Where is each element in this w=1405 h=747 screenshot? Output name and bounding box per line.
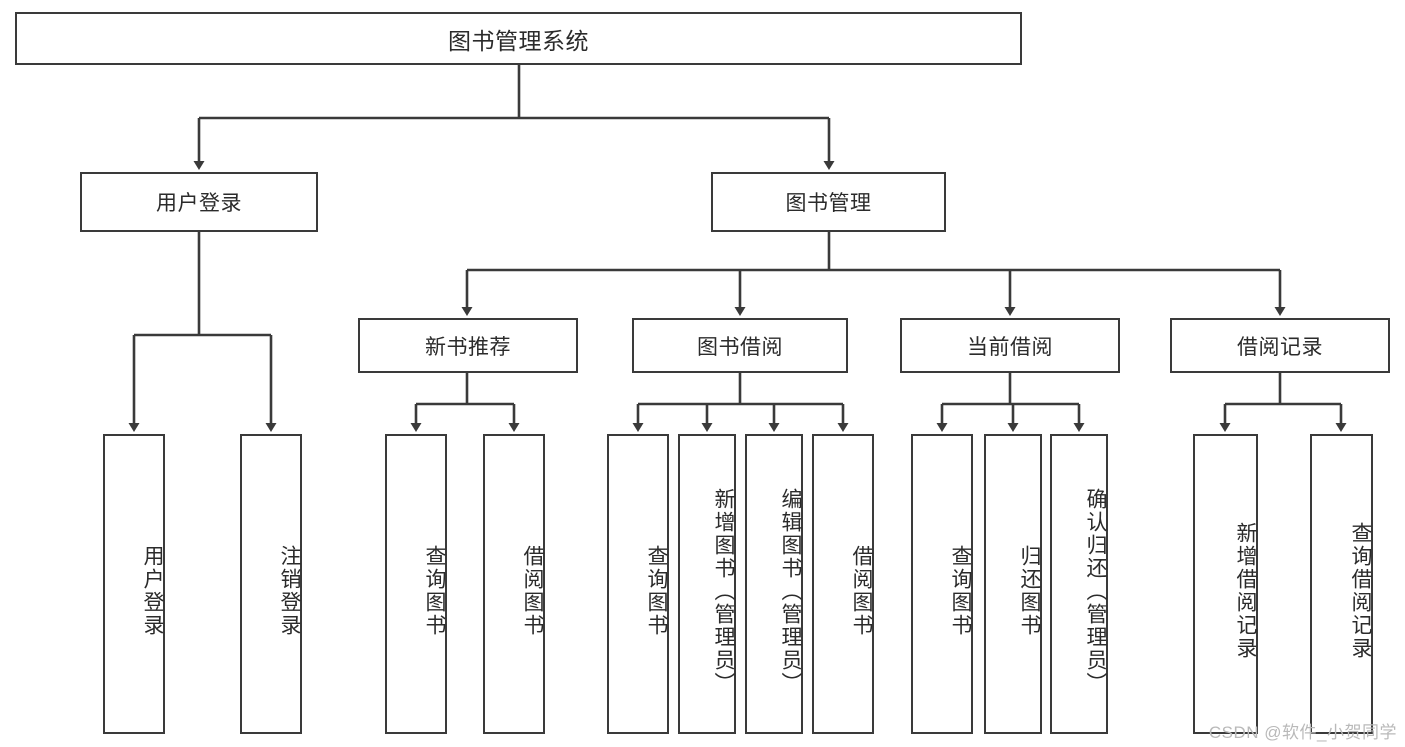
- leaf-borrow-book-nbr[interactable]: 借阅图书: [483, 434, 545, 734]
- leaf-add-borrow-record[interactable]: 新增借阅记录: [1193, 434, 1258, 734]
- node-current-borrow[interactable]: 当前借阅: [900, 318, 1120, 373]
- leaf-add-book-admin[interactable]: 新增图书（管理员）: [678, 434, 736, 734]
- node-borrow-record[interactable]: 借阅记录: [1170, 318, 1390, 373]
- leaf-query-book-bb[interactable]: 查询图书: [607, 434, 669, 734]
- node-book-management[interactable]: 图书管理: [711, 172, 946, 232]
- node-book-borrow[interactable]: 图书借阅: [632, 318, 848, 373]
- node-root-system[interactable]: 图书管理系统: [15, 12, 1022, 65]
- leaf-borrow-book-bb[interactable]: 借阅图书: [812, 434, 874, 734]
- leaf-user-login[interactable]: 用户登录: [103, 434, 165, 734]
- leaf-confirm-return-admin[interactable]: 确认归还（管理员）: [1050, 434, 1108, 734]
- leaf-query-borrow-record[interactable]: 查询借阅记录: [1310, 434, 1373, 734]
- node-user-login[interactable]: 用户登录: [80, 172, 318, 232]
- leaf-logout[interactable]: 注销登录: [240, 434, 302, 734]
- leaf-query-book-cb[interactable]: 查询图书: [911, 434, 973, 734]
- watermark-text: CSDN @软件_小贺同学: [1208, 723, 1397, 742]
- leaf-query-book-nbr[interactable]: 查询图书: [385, 434, 447, 734]
- node-new-book-recommend[interactable]: 新书推荐: [358, 318, 578, 373]
- leaf-return-book[interactable]: 归还图书: [984, 434, 1042, 734]
- leaf-edit-book-admin[interactable]: 编辑图书（管理员）: [745, 434, 803, 734]
